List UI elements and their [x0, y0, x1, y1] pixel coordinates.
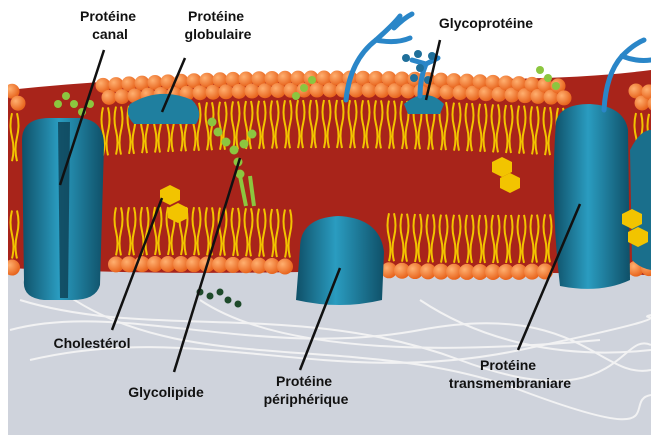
label-glycolipid: Glycolipide [128, 384, 204, 400]
label-channel-protein-line-1: Protéine [80, 8, 136, 24]
label-peripheral-protein-line-2: périphérique [264, 391, 349, 407]
phospholipid-head [4, 260, 20, 276]
peripheral-protein [296, 216, 384, 305]
right-edge-protein [630, 130, 651, 270]
label-glycoprotein: Glycoprotéine [439, 15, 533, 31]
channel-protein [22, 118, 104, 300]
phospholipid-head [115, 89, 130, 104]
label-channel-protein-line-2: canal [92, 26, 128, 42]
phospholipid-head [277, 258, 293, 274]
phospholipid-head [557, 90, 572, 105]
label-globular-protein: Protéine globulaire [185, 8, 252, 42]
label-globular-protein-line-2: globulaire [185, 26, 252, 42]
label-channel-protein: Protéine canal [80, 8, 140, 42]
label-cholesterol: Cholestérol [53, 335, 130, 351]
label-peripheral-protein-line-1: Protéine [276, 373, 332, 389]
label-transmembrane-protein-line-1: Protéine [480, 357, 536, 373]
label-globular-protein-line-1: Protéine [188, 8, 244, 24]
transmembrane-protein [554, 104, 630, 289]
label-glycolipid-line-1: Glycolipide [128, 384, 204, 400]
label-transmembrane-protein-line-2: transmembraniare [449, 375, 571, 391]
label-glycoprotein-line-1: Glycoprotéine [439, 15, 533, 31]
phospholipid-head [11, 96, 26, 111]
label-cholesterol-line-1: Cholestérol [53, 335, 130, 351]
phospholipid-head [102, 90, 117, 105]
